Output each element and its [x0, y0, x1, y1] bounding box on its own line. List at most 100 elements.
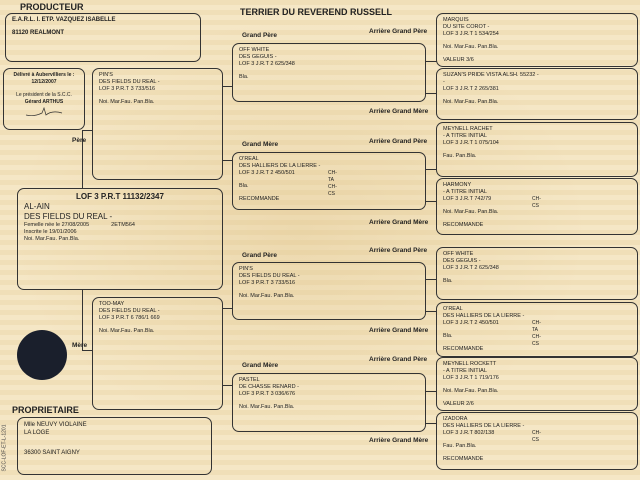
- signature: [25, 106, 63, 117]
- pere-name: PIN'S: [99, 72, 113, 78]
- pere-colors: Noi. Mar.Fau. Pan.Bla.: [99, 99, 155, 105]
- arr-name: SUZAN'S PRIDE VISTA ALSH. 55232 -: [443, 72, 539, 78]
- arr-colors: Noi. Mar.Fau. Pan.Bla.: [443, 99, 499, 105]
- arriere-grand-pere-label: Arrière Grand Père: [369, 138, 428, 145]
- form-code: SCC-LOF-ET-L-1201: [1, 424, 8, 472]
- arr-kennel: -: [443, 79, 445, 85]
- grand-name: PASTEL: [239, 377, 260, 383]
- arr-award: VALEUR 3/6: [443, 57, 474, 63]
- arr-award: RECOMMANDE: [443, 346, 484, 352]
- grand-kennel: DE CHASSE RENARD -: [239, 384, 299, 390]
- arr-colors: Fau. Pan.Bla.: [443, 153, 477, 159]
- connector-line: [222, 308, 232, 309]
- arr-colors: Noi. Mar.Fau. Pan.Bla.: [443, 44, 499, 50]
- arr-kennel: DES HALLIERS DE LA LIERRE -: [443, 313, 525, 319]
- grand-mere-label: Grand Mère: [242, 141, 279, 148]
- delivery-date: 12/12/2007: [31, 79, 57, 85]
- connector-line: [82, 290, 83, 350]
- dog-name: AL-AIN: [24, 202, 50, 211]
- arr-lof: LOF 3 J.R.T 742/79: [443, 196, 492, 202]
- grand-lof: LOF 3 P.R.T 3 733/516: [239, 280, 296, 286]
- grand-pere-label: Grand Père: [242, 252, 278, 259]
- grand-lof: LOF 3 P.R.T 3 036/676: [239, 391, 296, 397]
- title-tag: CH-CS: [532, 430, 541, 443]
- grand-colors: Noi. Mar.Fau. Pan.Bla.: [239, 293, 295, 299]
- arr-kennel: - A TITRE INITIAL: [443, 189, 487, 195]
- arr-kennel: DES HALLIERS DE LA LIERRE -: [443, 423, 525, 429]
- pere-label: Père: [72, 137, 87, 144]
- producteur-box: E.A.R.L. I. ETP. VAZQUEZ ISABELLE 81120 …: [5, 13, 201, 62]
- grand-name: O'REAL: [239, 156, 259, 162]
- arr-name: IZADORA: [443, 416, 468, 422]
- connector-line: [426, 311, 437, 313]
- producteur-address: 81120 REALMONT: [12, 30, 65, 36]
- arr-lof: LOF 3 J.R.T 1 534/254: [443, 31, 499, 37]
- mere-name: TOO-MAY: [99, 301, 125, 307]
- arriere-grand-pere-label: Arrière Grand Père: [369, 247, 428, 254]
- grand-award: RECOMMANDE: [239, 196, 280, 202]
- arriere-grand-mere-label: Arrière Grand Mère: [369, 327, 429, 334]
- pere-lof: LOF 3 P.R.T 3 733/516: [99, 86, 156, 92]
- arr-name: MEYNELL ROCKETT: [443, 361, 497, 367]
- pere-kennel: DES FIELDS DU REAL -: [99, 79, 160, 85]
- arr-name: HARMONY: [443, 182, 472, 188]
- grand-colors: Bla.: [239, 74, 249, 80]
- arr-name: MEYNELL RACHET: [443, 126, 493, 132]
- arriere-grand-mere-label: Arrière Grand Mère: [369, 219, 429, 226]
- arr-colors: Noi. Mar.Fau. Pan.Bla.: [443, 388, 499, 394]
- seal: [17, 330, 67, 380]
- owner-address: 36300 SAINT AIGNY: [24, 450, 80, 456]
- grand-name: PIN'S: [239, 266, 253, 272]
- arr-box: SUZAN'S PRIDE VISTA ALSH. 55232 --LOF 3 …: [436, 68, 638, 120]
- dog-id: 2ETM564: [111, 222, 135, 228]
- arr-name: MARQUIS: [443, 17, 469, 23]
- connector-line: [426, 201, 437, 203]
- connector-line: [426, 169, 437, 171]
- arr-lof: LOF 3 J.R.T 802/138: [443, 430, 495, 436]
- dog-box: LOF 3 P.R.T 11132/2347 AL-AIN DES FIELDS…: [17, 188, 223, 290]
- arr-kennel: DU SITE COROT -: [443, 24, 490, 30]
- arr-lof: LOF 3 J.R.T 2 625/348: [443, 265, 499, 271]
- arriere-grand-mere-label: Arrière Grand Mère: [369, 437, 429, 444]
- producteur-name: E.A.R.L. I. ETP. VAZQUEZ ISABELLE: [12, 17, 116, 23]
- arr-lof: LOF 3 J.R.T 1 075/104: [443, 140, 499, 146]
- arriere-grand-pere-label: Arrière Grand Père: [369, 356, 428, 363]
- proprietaire-title: PROPRIETAIRE: [12, 405, 79, 415]
- grand-kennel: DES HALLIERS DE LA LIERRE -: [239, 163, 321, 169]
- delivery-place: Délivré à Aubervilliers le :: [13, 72, 75, 78]
- arriere-grand-mere-label: Arrière Grand Mère: [369, 108, 429, 115]
- dog-lof: LOF 3 P.R.T 11132/2347: [76, 192, 164, 201]
- connector-line: [426, 390, 437, 392]
- dog-registered: Inscrite le 19/01/2006: [24, 229, 77, 235]
- connector-line: [82, 130, 92, 131]
- connector-line: [222, 160, 232, 161]
- dog-colors: Noi. Mar.Fau. Pan.Bla.: [24, 236, 80, 242]
- connector-line: [82, 130, 83, 188]
- grand-colors: Noi. Mar.Fau. Pan.Bla.: [239, 404, 295, 410]
- title-tag: CH-CS: [532, 196, 541, 209]
- arr-kennel: - A TITRE INITIAL: [443, 133, 487, 139]
- grand-colors: Bla.: [239, 183, 249, 189]
- arr-name: OFF WHITE: [443, 251, 474, 257]
- arriere-grand-pere-label: Arrière Grand Père: [369, 28, 428, 35]
- arr-name: O'REAL: [443, 306, 463, 312]
- grand-kennel: DES GEGUIS -: [239, 54, 277, 60]
- arr-colors: Noi. Mar.Fau. Pan.Bla.: [443, 209, 499, 215]
- owner-name: Mlle NEUVY VIOLAINE: [24, 422, 87, 428]
- connector-line: [426, 423, 437, 425]
- arr-colors: Fau. Pan.Bla.: [443, 443, 477, 449]
- dog-birth: Femelle née le 27/08/2005: [24, 222, 90, 228]
- arr-colors: Bla.: [443, 278, 453, 284]
- mere-label: Mère: [72, 342, 88, 349]
- arr-kennel: DES GEGUIS -: [443, 258, 481, 264]
- title-tag: CH-TA CH-CS: [532, 320, 541, 347]
